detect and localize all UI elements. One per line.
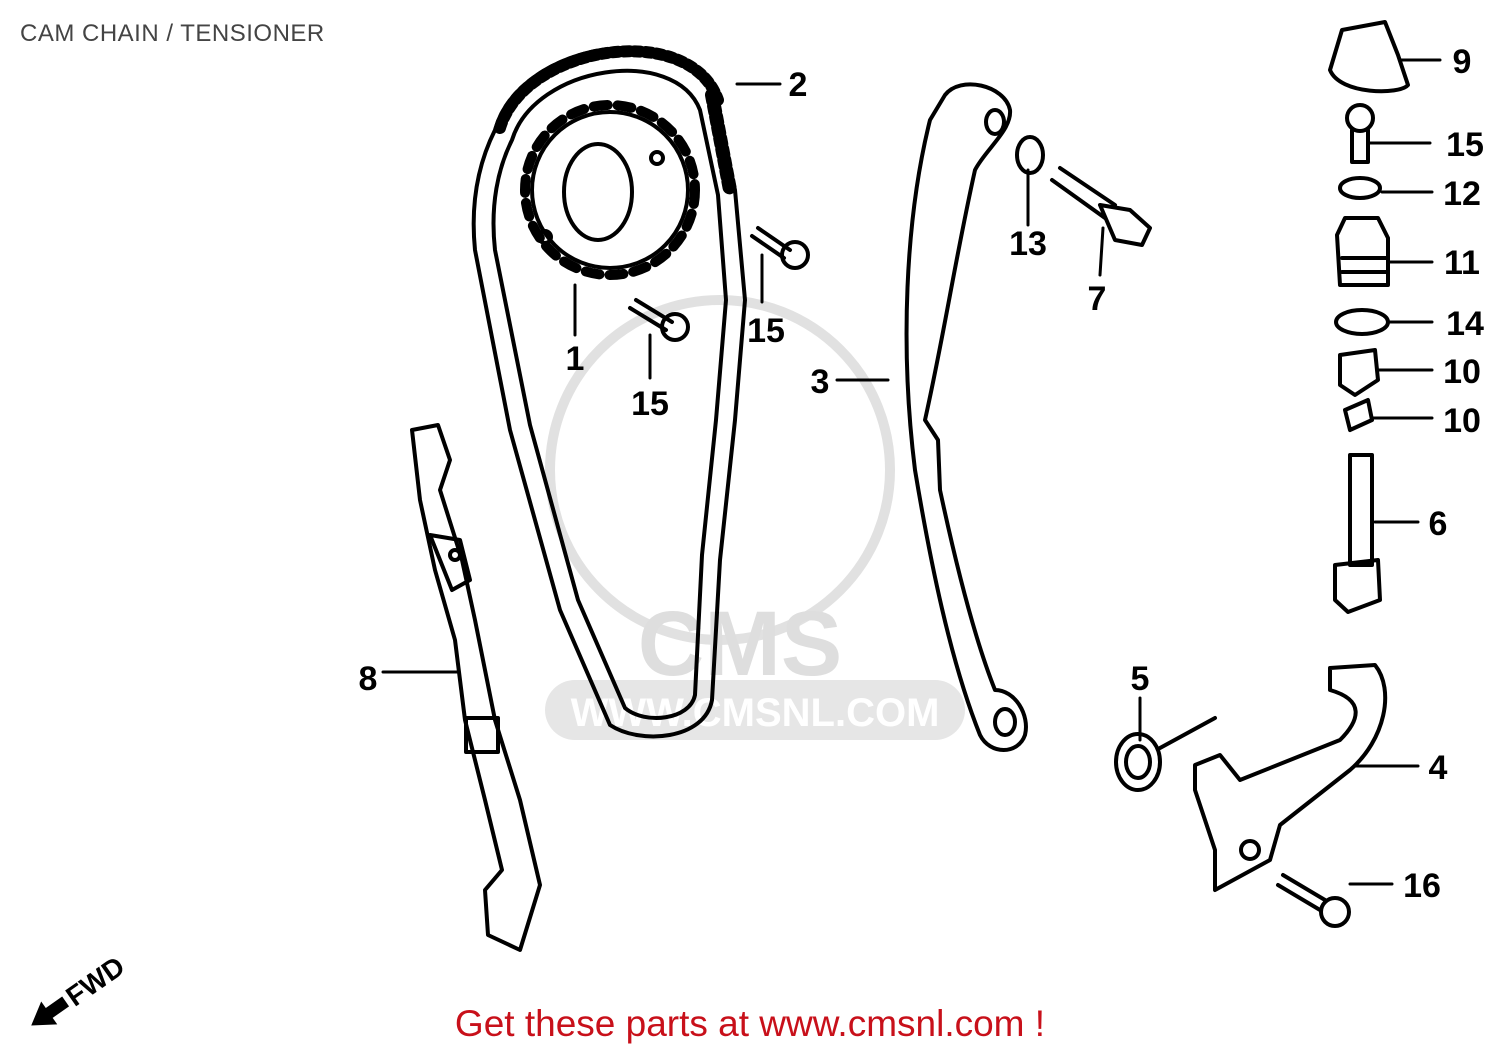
callout-15a: 15 — [631, 385, 669, 423]
cam-chain-guide — [904, 82, 1028, 752]
tensioner-rod-6 — [1333, 453, 1382, 614]
cam-sprocket — [520, 100, 700, 280]
callout-10b: 10 — [1443, 402, 1481, 440]
bolt-16 — [1276, 873, 1351, 928]
callout-1: 1 — [566, 340, 585, 378]
callout-5: 5 — [1131, 660, 1150, 698]
bolt-7 — [1050, 166, 1152, 247]
callout-3: 3 — [811, 363, 830, 401]
bolt-15-a — [628, 298, 690, 342]
cam-chain-guide-rear — [410, 423, 542, 952]
washer-12 — [1338, 176, 1382, 200]
tensioner-body-11 — [1335, 216, 1390, 287]
clip-10b — [1343, 398, 1374, 432]
callout-11: 11 — [1444, 244, 1480, 282]
callout-14: 14 — [1446, 305, 1484, 343]
collar-10a — [1338, 348, 1380, 397]
watermark-site: WWW.CMSNL.COM — [571, 691, 940, 735]
callout-16: 16 — [1403, 867, 1441, 905]
leader-lines — [381, 58, 1442, 886]
tensioner-cap-9 — [1328, 20, 1410, 94]
o-ring-14 — [1334, 308, 1390, 336]
callout-10a: 10 — [1443, 353, 1481, 391]
callout-15b: 15 — [747, 312, 785, 350]
tensioner-arm — [1193, 663, 1388, 892]
callout-6: 6 — [1429, 505, 1448, 543]
diagram-title: CAM CHAIN / TENSIONER — [20, 20, 325, 47]
callout-9: 9 — [1453, 43, 1472, 81]
callout-15c: 15 — [1446, 126, 1484, 164]
callout-labels: 1 2 3 4 5 6 7 8 9 10 10 11 12 13 14 15 1… — [359, 43, 1484, 905]
watermark: CMS WWW.CMSNL.COM — [545, 295, 965, 740]
callout-13: 13 — [1009, 225, 1047, 263]
bolt-15-c — [1345, 103, 1375, 164]
callout-7: 7 — [1088, 280, 1107, 318]
washer-13 — [1015, 135, 1045, 175]
tensioner-spring — [1114, 716, 1217, 792]
callout-2: 2 — [789, 66, 808, 104]
callout-12: 12 — [1443, 175, 1481, 213]
watermark-brand: CMS — [638, 593, 842, 695]
footer-cta-link[interactable]: Get these parts at www.cmsnl.com ! — [454, 1003, 1046, 1044]
bolt-15-b — [750, 226, 810, 270]
callout-4: 4 — [1429, 749, 1448, 787]
cam-chain — [471, 45, 747, 739]
callout-8: 8 — [359, 660, 378, 698]
